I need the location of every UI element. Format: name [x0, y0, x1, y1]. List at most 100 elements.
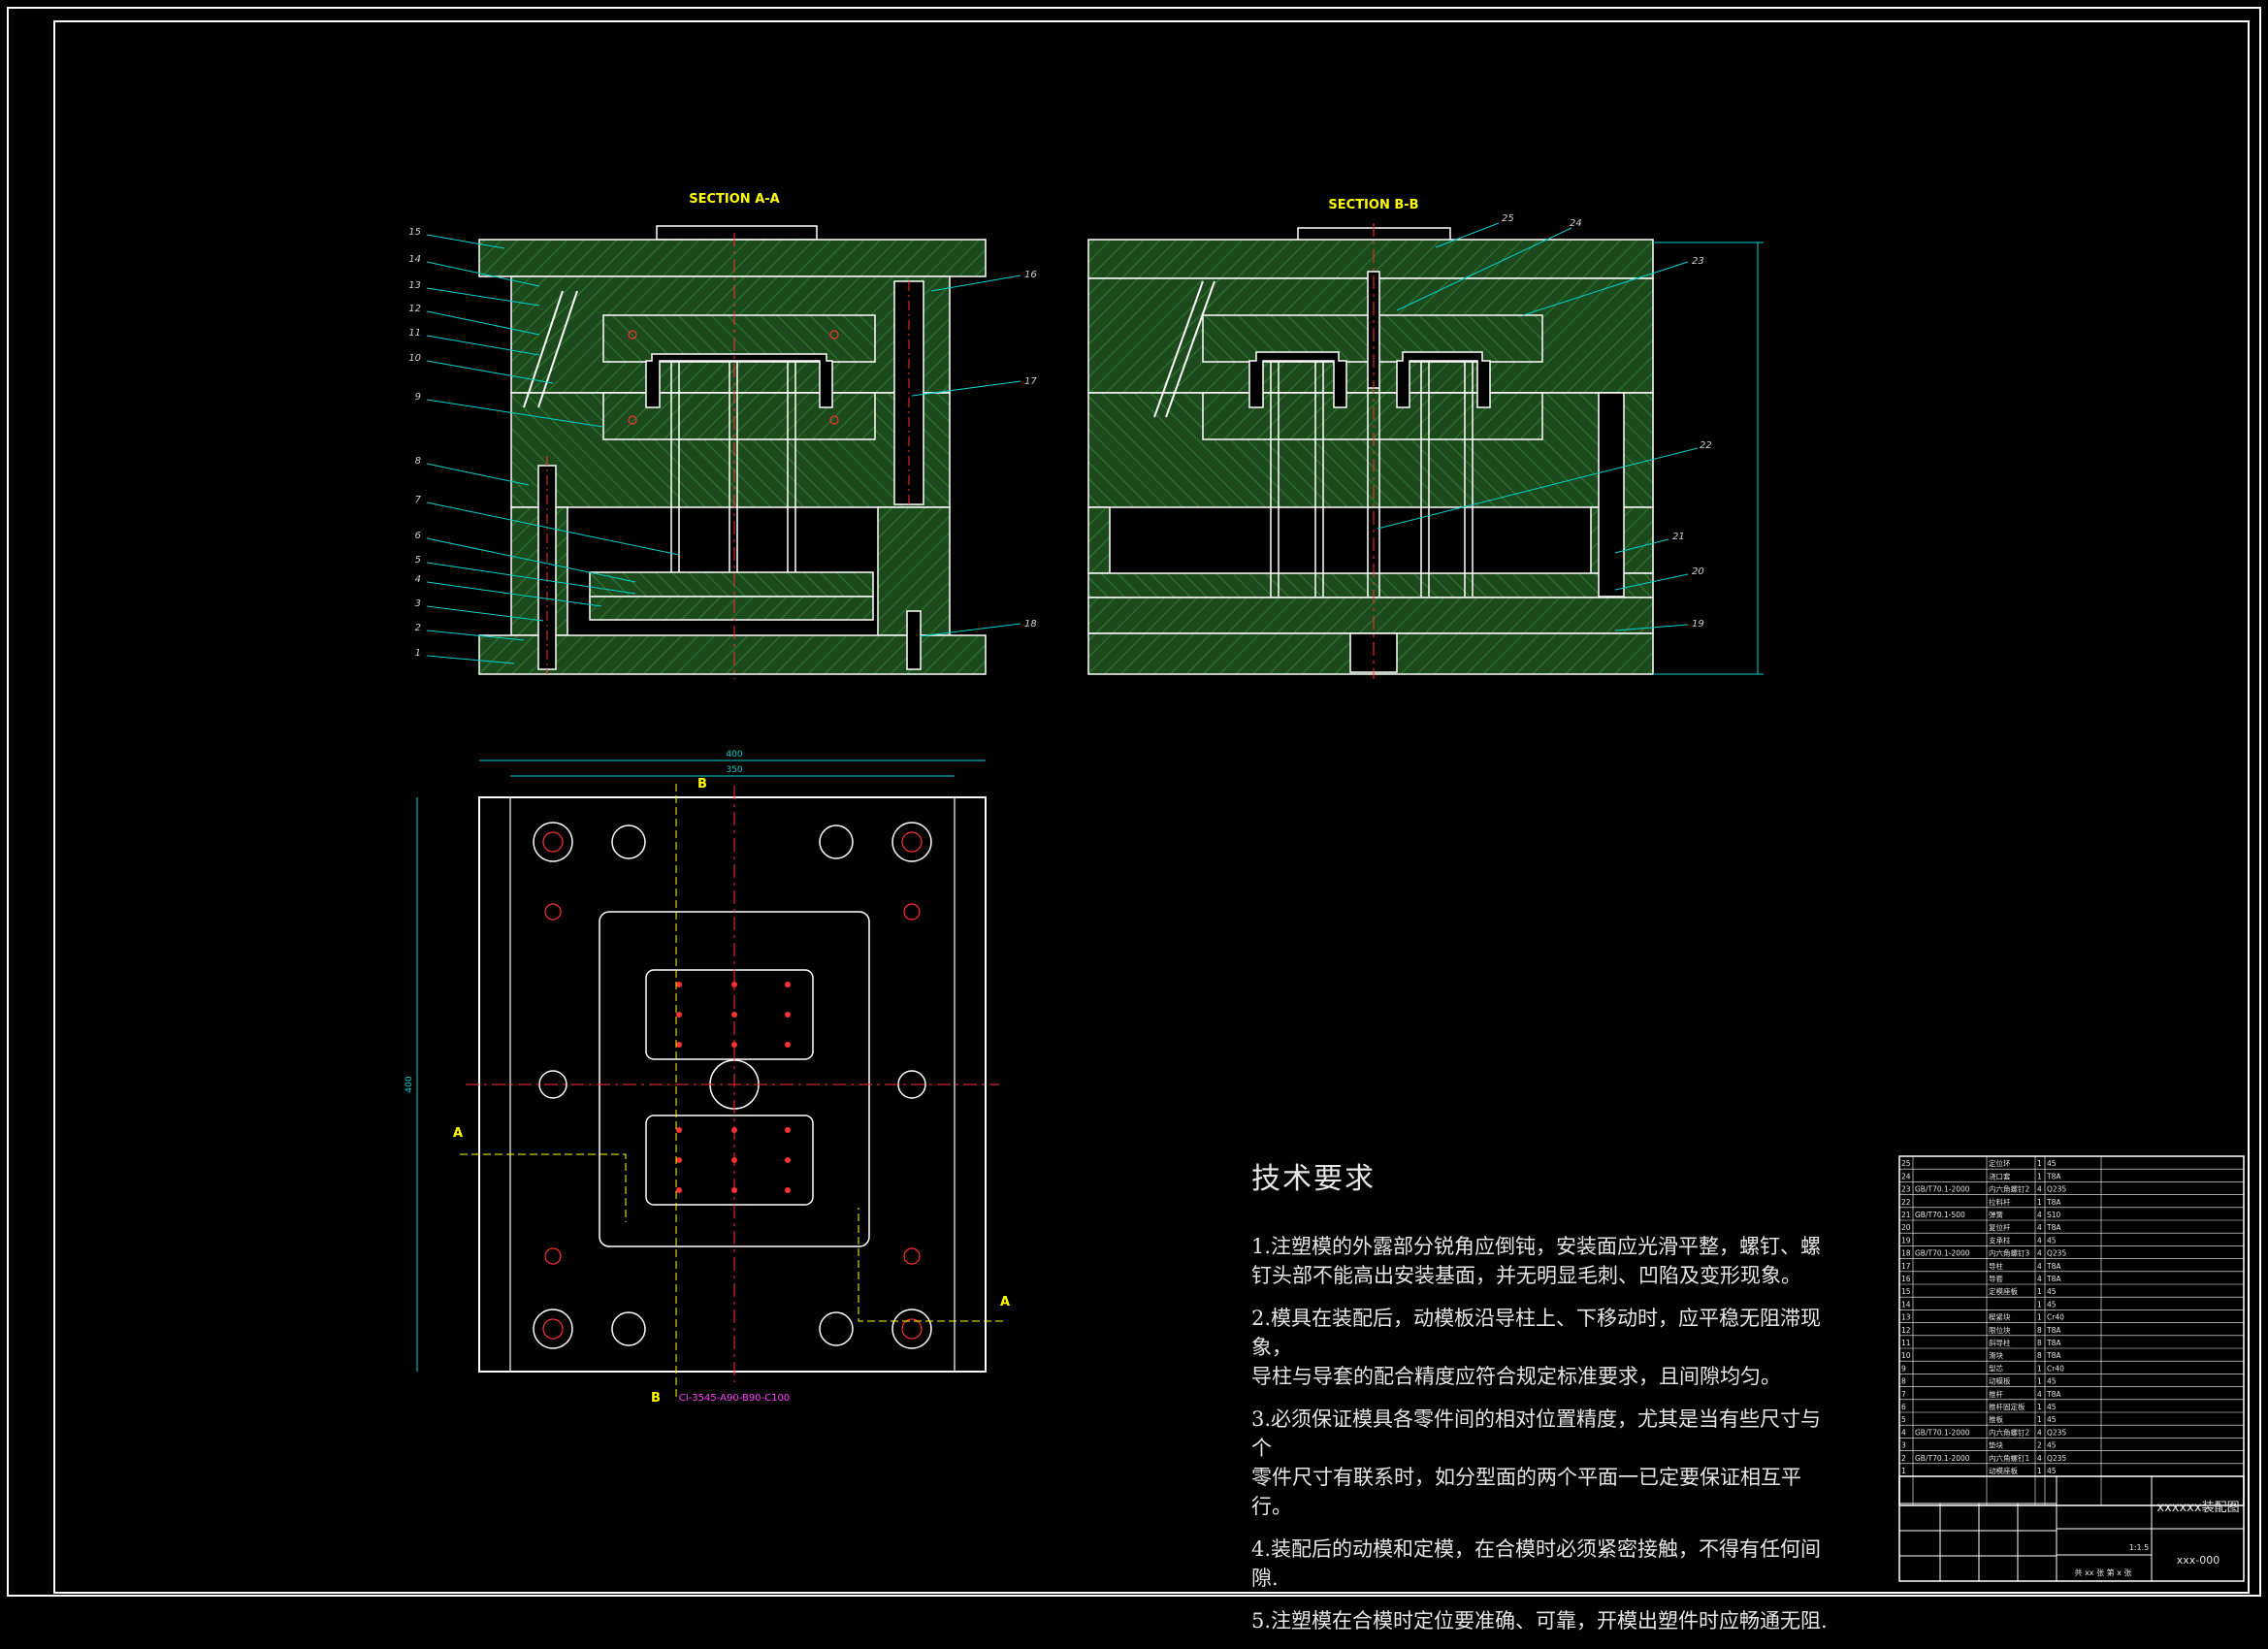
section-b-part-numbers: 25 24 23 22 21 20 19	[1502, 213, 1712, 630]
bom-cell: 1	[2037, 1364, 2042, 1373]
bom-cell: 23	[1901, 1185, 1911, 1194]
note-item: 2.模具在装配后，动模板沿导柱上、下移动时，应平稳无阻滞现象， 导柱与导套的配合…	[1251, 1307, 1822, 1388]
bom-cell: 1	[2037, 1467, 2042, 1475]
bom-cell: 支承柱	[1989, 1235, 2011, 1245]
plan-cut-b-bottom: B	[651, 1391, 661, 1406]
svg-text:1: 1	[415, 648, 421, 659]
bom-cell: Q235	[2047, 1249, 2066, 1258]
bom-cell: GB/T70.1-2000	[1915, 1454, 1970, 1463]
bom-cell: 20	[1901, 1223, 1911, 1232]
bom-cell: T8A	[2046, 1198, 2061, 1207]
bom-cell: 4	[1901, 1428, 1906, 1437]
section-b-callouts	[1377, 222, 1699, 631]
bom-cell: 45	[2047, 1403, 2057, 1411]
bom-cell: 动模板	[1989, 1376, 2011, 1386]
svg-text:17: 17	[1024, 376, 1037, 387]
bom-cell: 45	[2047, 1236, 2057, 1245]
svg-text:18: 18	[1024, 619, 1037, 630]
svg-text:19: 19	[1692, 619, 1704, 630]
inner-frame	[53, 20, 2250, 1594]
svg-text:12: 12	[408, 304, 421, 314]
bom-cell: 楔紧块	[1989, 1312, 2011, 1322]
bom-cell: 1	[2037, 1172, 2042, 1180]
bom-cell: 4	[2037, 1454, 2042, 1463]
plan-spec-label: CI-3545-A90-B90-C100	[679, 1393, 790, 1404]
drawing-number: xxx-000	[2177, 1554, 2220, 1567]
drawing-scale: 1:1.5	[2129, 1543, 2150, 1552]
bom-cell: 45	[2047, 1467, 2057, 1475]
svg-text:25: 25	[1502, 213, 1514, 224]
svg-text:24: 24	[1570, 218, 1582, 229]
bom-cell: 拉料杆	[1989, 1197, 2011, 1207]
bom-cell: 1	[2037, 1415, 2042, 1424]
bom-cell: 1	[2037, 1377, 2042, 1386]
bom-cell: 内六角螺钉2	[1989, 1184, 2029, 1194]
bom-cell: 13	[1901, 1313, 1911, 1322]
bom-cell: 动模座板	[1989, 1466, 2018, 1475]
bom-cell: 4	[2037, 1223, 2042, 1232]
section-a-view: SECTION A-A	[478, 192, 987, 679]
bom-cell: GB/T70.1-2000	[1915, 1428, 1970, 1437]
plan-dim-left: 400	[405, 1076, 414, 1092]
svg-text:11: 11	[408, 328, 421, 339]
bom-cell: T8A	[2046, 1351, 2061, 1360]
svg-text:10: 10	[408, 353, 421, 364]
svg-text:2: 2	[415, 623, 421, 633]
section-a-title: SECTION A-A	[689, 192, 779, 207]
svg-text:23: 23	[1692, 256, 1704, 267]
bom-cell: 内六角螺钉3	[1989, 1248, 2029, 1258]
bom-cell: T8A	[2046, 1390, 2061, 1399]
bom-cell: 12	[1901, 1326, 1911, 1335]
bom-cell: Q235	[2047, 1454, 2066, 1463]
section-b-view: SECTION B-B	[1087, 198, 1764, 679]
plan-dim-top-outer: 400	[726, 750, 742, 760]
title-block: xxxxxx装配图 xxx-000 1:1.5 共 xx 张 第 x 张	[1898, 1475, 2245, 1582]
bom-cell: 2	[1901, 1454, 1906, 1463]
bom-cell: T8A	[2046, 1339, 2061, 1347]
plan-view: 400 350 400 A A B B CI-3545-A90-B90-C100	[405, 750, 1010, 1406]
section-b-title: SECTION B-B	[1328, 198, 1418, 212]
drawing-sheets: 共 xx 张 第 x 张	[2075, 1568, 2132, 1577]
bom-cell: 8	[1901, 1377, 1906, 1386]
technical-requirements: 技术要求 1.注塑模的外露部分锐角应倒钝，安装面应光滑平整，螺钉、螺 钉头部不能…	[1251, 1154, 1833, 1649]
bom-cell: 4	[2037, 1211, 2042, 1219]
bom-cell: Cr40	[2047, 1313, 2064, 1322]
plan-cut-a-left: A	[453, 1126, 463, 1141]
cad-drawing-sheet: SECTION A-A	[7, 7, 2261, 1597]
svg-text:20: 20	[1692, 566, 1704, 577]
svg-text:4: 4	[415, 574, 421, 585]
bom-cell: 4	[2037, 1262, 2042, 1271]
section-a-part-numbers: 15 14 13 12 11 10 9 8 7 6 5 4 3 2 1 16 1…	[408, 227, 1037, 659]
bom-cell: 8	[2037, 1326, 2042, 1335]
note-item: 3.必须保证模具各零件间的相对位置精度，尤其是当有些尺寸与个 零件尺寸有联系时，…	[1251, 1407, 1822, 1518]
bom-cell: 45	[2047, 1287, 2057, 1296]
bom-cell: 复位杆	[1989, 1222, 2011, 1232]
bom-cell: 4	[2037, 1390, 2042, 1399]
bom-cell: Q235	[2047, 1185, 2066, 1194]
bom-cell: 16	[1901, 1275, 1911, 1283]
bom-cell: 导套	[1989, 1274, 2004, 1283]
bom-cell: 19	[1901, 1236, 1911, 1245]
bom-cell: 10	[1901, 1351, 1911, 1360]
drawing-name: xxxxxx装配图	[2156, 1501, 2239, 1515]
bom-cell: 4	[2037, 1428, 2042, 1437]
bom-cell: 1	[2037, 1300, 2042, 1309]
bom-cell: 推杆固定板	[1989, 1402, 2025, 1411]
svg-text:6: 6	[415, 531, 421, 541]
bom-cell: 5	[1901, 1415, 1906, 1424]
bom-cell: 推板	[1989, 1414, 2004, 1424]
bom-cell: GB/T70.1-2000	[1915, 1185, 1970, 1194]
svg-text:9: 9	[415, 392, 421, 403]
bom-cell: T8A	[2046, 1326, 2061, 1335]
bom-cell: 8	[2037, 1339, 2042, 1347]
bom-cell: 8	[2037, 1351, 2042, 1360]
bom-cell: 1	[2037, 1313, 2042, 1322]
bom-cell: 45	[2047, 1441, 2057, 1450]
bom-cell: 斜导柱	[1989, 1338, 2011, 1347]
bom-cell: 导柱	[1989, 1261, 2004, 1271]
svg-text:16: 16	[1024, 270, 1037, 280]
plan-dim-top-inner: 350	[726, 765, 742, 775]
bom-cell: 1	[2037, 1403, 2042, 1411]
bom-cell: T8A	[2046, 1223, 2061, 1232]
bom-cell: 4	[2037, 1185, 2042, 1194]
